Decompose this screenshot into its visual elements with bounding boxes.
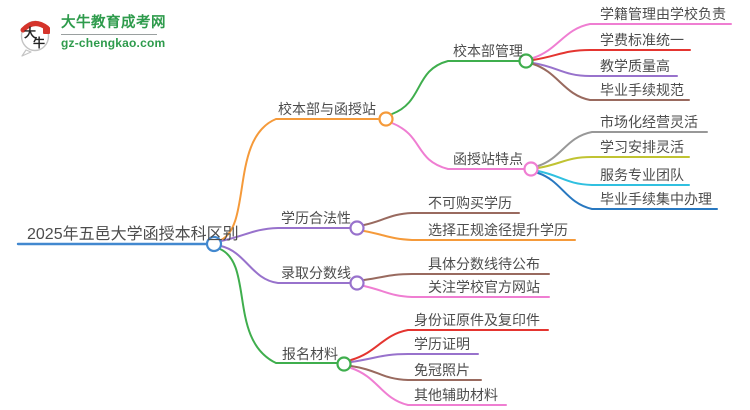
connector-leaf-formal-channel: [363, 230, 576, 241]
leaf-formal-channel-label[interactable]: 选择正规途径提升学历: [428, 222, 568, 238]
leaf-id-card-label[interactable]: 身份证原件及复印件: [414, 312, 540, 328]
connector-leaf-student-records: [532, 23, 732, 59]
leaf-student-records-label[interactable]: 学籍管理由学校负责: [600, 6, 726, 22]
branch-1-2-node-dot[interactable]: [523, 161, 539, 177]
connector-branch-2: [220, 227, 351, 242]
leaf-diploma-proof-label[interactable]: 学历证明: [414, 336, 470, 352]
logo-domain: gz-chengkao.com: [61, 36, 166, 51]
logo-mark-char-top: 大: [24, 25, 36, 40]
root-node-label[interactable]: 2025年五邑大学函授本科区别: [27, 226, 239, 243]
connector-branch-1-1: [391, 60, 520, 115]
branch-2-label[interactable]: 学历合法性: [281, 210, 351, 226]
branch-1-1-node-dot[interactable]: [518, 53, 534, 69]
branch-3-label[interactable]: 录取分数线: [281, 265, 351, 281]
leaf-no-buying-diploma-label[interactable]: 不可购买学历: [428, 195, 512, 211]
connector-leaf-centralized-graduation: [537, 172, 718, 210]
leaf-official-website-label[interactable]: 关注学校官方网站: [428, 279, 540, 295]
branch-2-node-dot[interactable]: [349, 220, 365, 236]
connector-leaf-tuition-standard: [532, 49, 691, 61]
connector-leaf-market-operation: [537, 131, 708, 167]
site-logo[interactable]: 大 牛 大牛教育成考网 gz-chengkao.com: [17, 13, 166, 57]
leaf-market-operation-label[interactable]: 市场化经营灵活: [600, 114, 698, 130]
connector-leaf-photo: [350, 365, 482, 381]
connector-branch-1: [220, 118, 379, 241]
root-node-dot[interactable]: [205, 235, 223, 253]
connector-leaf-graduation-standard: [532, 63, 690, 101]
leaf-centralized-graduation-label[interactable]: 毕业手续集中办理: [600, 191, 712, 207]
leaf-tuition-standard-label[interactable]: 学费标准统一: [600, 32, 684, 48]
connector-leaf-score-pending: [363, 273, 550, 281]
leaf-graduation-standard-label[interactable]: 毕业手续规范: [600, 82, 684, 98]
leaf-teaching-quality-label[interactable]: 教学质量高: [600, 58, 670, 74]
leaf-flexible-study-label[interactable]: 学习安排灵活: [600, 139, 684, 155]
branch-1-label[interactable]: 校本部与函授站: [278, 101, 376, 117]
logo-mark-char-bottom: 牛: [33, 35, 45, 50]
connector-leaf-flexible-study: [537, 156, 690, 169]
logo-separator: [61, 34, 157, 36]
connector-leaf-diploma-proof: [350, 353, 479, 363]
connector-branch-4: [219, 248, 338, 364]
logo-mark-icon: 大 牛: [20, 20, 50, 57]
connector-leaf-id-card: [350, 329, 549, 361]
leaf-score-pending-label[interactable]: 具体分数线待公布: [428, 256, 540, 272]
connector-branch-1-2: [391, 122, 525, 170]
branch-1-1-label[interactable]: 校本部管理: [453, 43, 523, 59]
branch-4-node-dot[interactable]: [336, 356, 352, 372]
connector-leaf-service-team: [537, 170, 690, 186]
leaf-other-materials-label[interactable]: 其他辅助材料: [414, 387, 498, 403]
connector-leaf-teaching-quality: [532, 62, 678, 77]
leaf-photo-label[interactable]: 免冠照片: [414, 362, 470, 378]
branch-4-label[interactable]: 报名材料: [282, 346, 338, 362]
leaf-service-team-label[interactable]: 服务专业团队: [600, 167, 684, 183]
branch-1-node-dot[interactable]: [378, 111, 394, 127]
connector-leaf-official-website: [363, 285, 550, 298]
connector-branch-3: [220, 245, 351, 284]
branch-3-node-dot[interactable]: [349, 275, 365, 291]
branch-1-2-label[interactable]: 函授站特点: [453, 151, 523, 167]
logo-text-block: 大牛教育成考网 gz-chengkao.com: [61, 13, 166, 52]
connector-leaf-other-materials: [350, 367, 507, 406]
logo-brand-name: 大牛教育成考网: [61, 15, 166, 31]
connector-leaf-no-buying-diploma: [363, 212, 520, 226]
